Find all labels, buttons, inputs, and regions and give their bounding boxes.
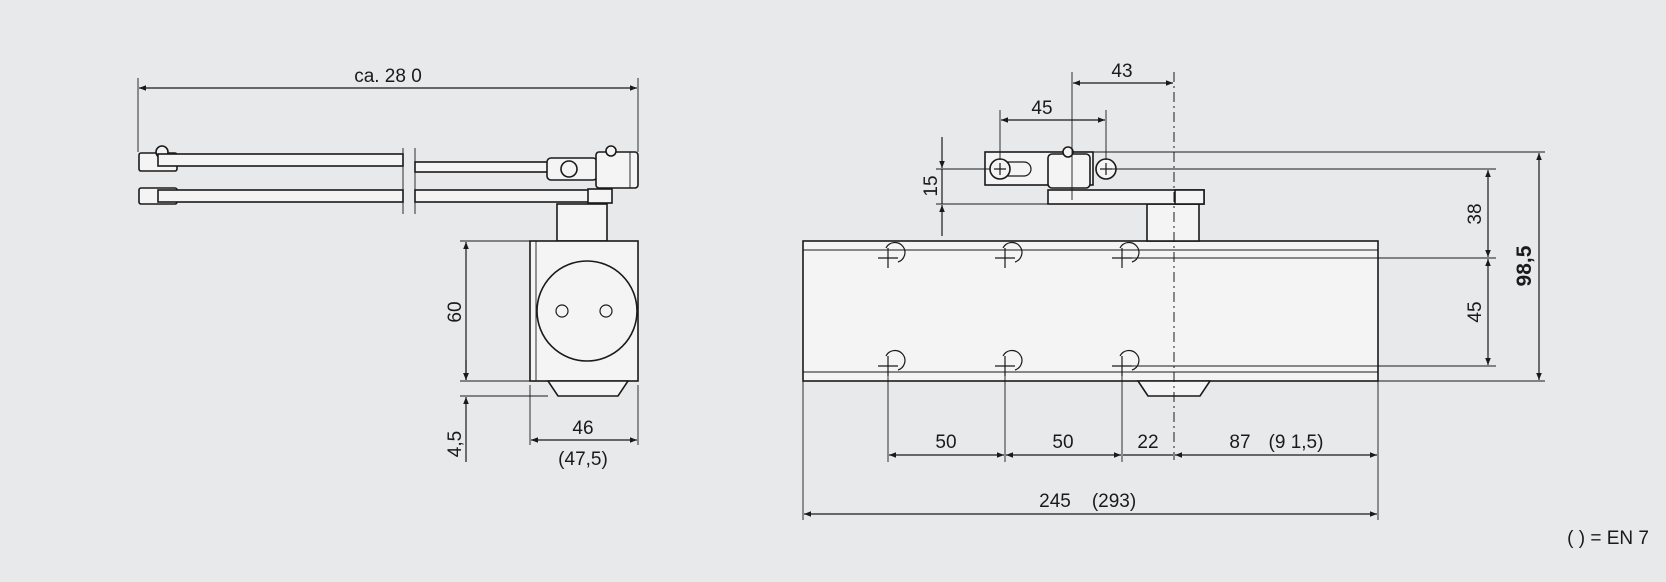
arm-joint-pin	[560, 160, 578, 178]
depth-en-label: (47,5)	[558, 449, 608, 470]
side-view: ca. 28 0 60	[137, 66, 639, 470]
upper-row-label: 38	[1465, 203, 1486, 224]
hole-spacing-label: 45	[1465, 301, 1486, 322]
arm-clamp	[587, 188, 613, 204]
en-standard-legend: ( ) = EN 7	[1567, 528, 1649, 549]
total-length-label: 245	[1039, 491, 1071, 512]
front-view: 43 45 15 38 45 98,5	[802, 61, 1545, 520]
arm-clamp-front	[1174, 189, 1205, 205]
right-offset-label: 87	[1229, 432, 1250, 453]
arm-shoe	[595, 151, 639, 189]
bracket-slot-label: 45	[1031, 98, 1052, 119]
fixing-hole-icon	[995, 241, 1023, 268]
spindle	[556, 203, 608, 242]
valve-cap-side	[546, 380, 630, 397]
bracket-height-label: 15	[921, 175, 942, 196]
right-offset-en-label: (9 1,5)	[1269, 432, 1324, 453]
height-label: 60	[445, 301, 466, 322]
adjustment-hole-right	[599, 304, 613, 318]
arm-shoe-front	[1047, 153, 1091, 189]
total-length-en-label: (293)	[1092, 491, 1136, 512]
valve-cap-front	[1136, 380, 1212, 397]
hole-pitch-2-label: 50	[1052, 432, 1073, 453]
spindle-front	[1146, 203, 1200, 242]
total-height-label: 98,5	[1513, 245, 1536, 286]
bracket-offset-label: 43	[1111, 61, 1132, 82]
hole-pitch-1-label: 50	[935, 432, 956, 453]
adjustment-hole-left	[555, 304, 569, 318]
fixing-hole-icon	[1112, 241, 1140, 268]
arm-shoe-cap	[605, 145, 617, 157]
arm-bar-upper-right	[414, 161, 551, 173]
gap-label: 4,5	[445, 431, 466, 457]
overall-width-label: ca. 28 0	[354, 66, 422, 87]
depth-label: 46	[572, 418, 593, 439]
adjustment-disc	[536, 260, 638, 362]
closer-body-front	[802, 240, 1379, 382]
arm-bar-lower-left	[157, 189, 404, 203]
arm-bar-upper-left	[157, 153, 404, 167]
fixing-hole-icon	[878, 241, 906, 268]
arm-bar-lower-right	[414, 189, 591, 203]
arm-offset-label: 22	[1137, 432, 1158, 453]
